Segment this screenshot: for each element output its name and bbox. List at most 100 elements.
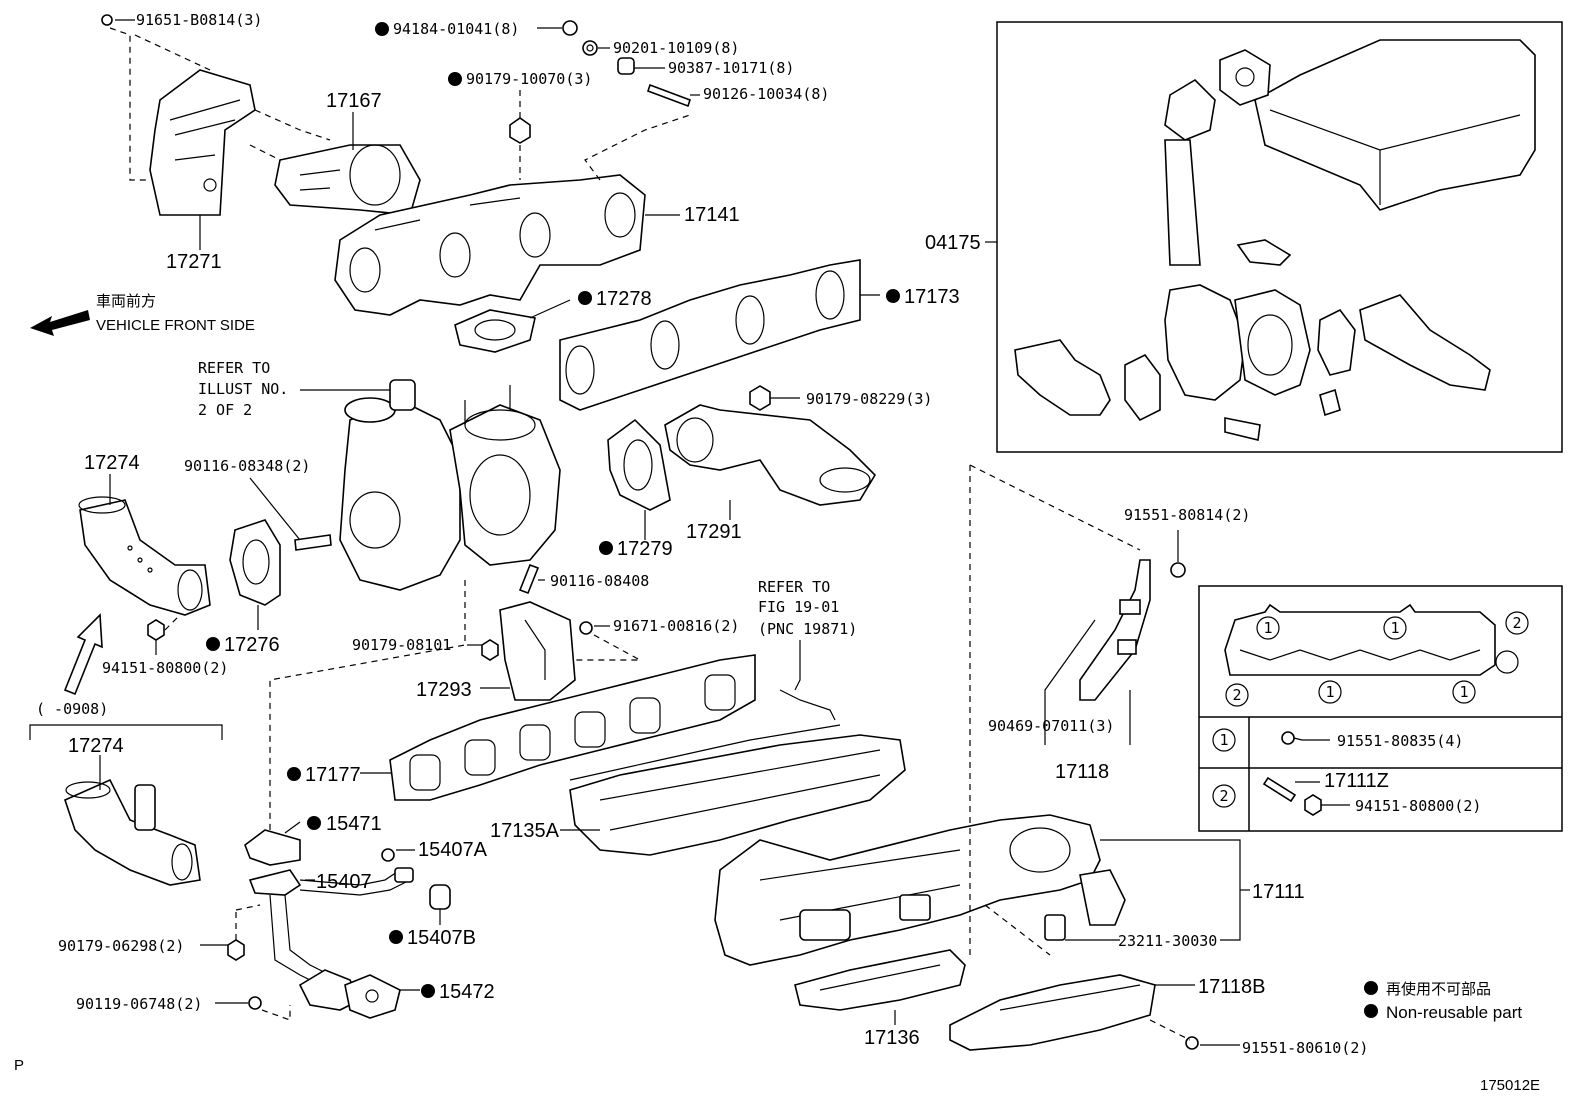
nut-90179-10070: [509, 117, 531, 144]
label-91551-80814: 91551-80814(2): [1124, 506, 1250, 524]
label-refer1-b: ILLUST NO.: [198, 380, 288, 398]
stud-90116-08408: [518, 563, 540, 595]
gasket-15472: [298, 969, 401, 1019]
plate-17118B: [949, 974, 1156, 1051]
label-90179-08229: 90179-08229(3): [806, 390, 932, 408]
legend-dot: [1364, 1004, 1378, 1018]
label-15407A: 15407A: [418, 839, 488, 861]
svg-text:1: 1: [1263, 619, 1272, 637]
label-front-jp: 車両前方: [96, 293, 156, 310]
washer-90201: [582, 40, 598, 56]
label-17291: 17291: [686, 521, 742, 543]
label-91671: 91671-00816(2): [613, 617, 739, 635]
label-17167: 17167: [326, 90, 382, 112]
inset-row2-nut: [1304, 794, 1322, 816]
inset-marker-1c: 1: [1318, 680, 1342, 704]
label-17271: 17271: [166, 251, 222, 273]
inset-row1-bolt: [1281, 731, 1303, 745]
stud-90126: [646, 83, 692, 108]
label-refer2-c: (PNC 19871): [758, 620, 857, 638]
label-17118: 17118: [1055, 761, 1109, 783]
nut-90179-08101: [481, 639, 499, 661]
label-inset-row2-part-b: 94151-80800(2): [1355, 797, 1481, 815]
inset-box: [1198, 585, 1563, 832]
nut-90387: [617, 57, 635, 75]
label-inset-row1-part: 91551-80835(4): [1337, 732, 1463, 750]
inset-marker-2b: 2: [1225, 683, 1249, 707]
gasket-17173: [559, 259, 861, 411]
label-front-en: VEHICLE FRONT SIDE: [96, 317, 255, 334]
label-17293: 17293: [416, 679, 472, 701]
label-90469: 90469-07011(3): [988, 717, 1114, 735]
egr-pipe-15407: [248, 867, 414, 986]
stud-90116-08348: [294, 534, 332, 551]
footer-left: P: [14, 1057, 24, 1074]
non-reusable-dot: [206, 637, 220, 651]
heat-insulator-17167: [274, 144, 421, 216]
nut-90179-06298: [227, 939, 245, 961]
bracket-17293: [499, 601, 576, 701]
label-90201: 90201-10109(8): [613, 39, 739, 57]
label-90116-08348: 90116-08348(2): [184, 457, 310, 475]
label-90126: 90126-10034(8): [703, 85, 829, 103]
gasket-17278: [454, 309, 536, 353]
label-inset-row2-part-a: 17111Z: [1324, 770, 1389, 792]
label-17136: 17136: [864, 1027, 920, 1049]
label-90179-10070: 90179-10070(3): [466, 70, 592, 88]
label-17141: 17141: [684, 204, 740, 226]
non-reusable-dot: [421, 984, 435, 998]
label-17276: 17276: [224, 634, 280, 656]
non-reusable-dot: [448, 72, 462, 86]
svg-text:1: 1: [1390, 619, 1399, 637]
legend-dot: [1364, 981, 1378, 995]
svg-text:1: 1: [1219, 731, 1228, 749]
vehicle-front-arrow: [30, 310, 90, 336]
footer-code: 175012E: [1480, 1077, 1540, 1094]
label-refer2-a: REFER TO: [758, 578, 830, 596]
non-reusable-dot: [389, 930, 403, 944]
label-17274-a: 17274: [84, 452, 140, 474]
bolt-91671: [579, 621, 593, 635]
gasket-17276: [229, 519, 281, 606]
non-reusable-dot: [599, 541, 613, 555]
svg-text:1: 1: [1459, 683, 1468, 701]
label-90116-08408: 90116-08408: [550, 572, 649, 590]
exhaust-manifold-17141: [334, 174, 646, 316]
label-15471: 15471: [326, 813, 382, 835]
bracket-17118: [1079, 559, 1151, 701]
assembly-04175-illustration: [1014, 39, 1536, 441]
inset-marker-1d: 1: [1452, 680, 1476, 704]
inset-row2-key: 2: [1212, 784, 1236, 808]
inset-gasket-illustration: [1224, 603, 1519, 676]
inset-marker-1a: 1: [1256, 616, 1280, 640]
turbocharger: [339, 379, 561, 591]
inset-row2-stud: [1262, 776, 1297, 803]
legend-jp: 再使用不可部品: [1386, 981, 1491, 998]
gasket-17136: [794, 949, 966, 1011]
inset-marker-1b: 1: [1383, 616, 1407, 640]
non-reusable-dot: [287, 767, 301, 781]
heat-insulator-17271: [149, 69, 256, 216]
svg-text:1: 1: [1325, 683, 1334, 701]
label-range: ( -0908): [36, 700, 108, 718]
elbow-hose-17274: [78, 496, 211, 616]
label-17135A: 17135A: [490, 820, 560, 842]
egr-cooler-17111: [714, 814, 1126, 966]
label-04175: 04175: [925, 232, 981, 254]
arrow-up-outline: [63, 613, 103, 696]
label-refer1-c: 2 OF 2: [198, 401, 252, 419]
label-17274-b: 17274: [68, 735, 124, 757]
label-15407: 15407: [316, 871, 372, 893]
label-refer1-a: REFER TO: [198, 359, 270, 377]
nut-90179-08229: [749, 385, 771, 411]
assembly-box-04175: [996, 21, 1563, 453]
intake-manifold-17135A: [569, 724, 906, 856]
svg-text:2: 2: [1219, 787, 1228, 805]
inset-marker-2a: 2: [1505, 611, 1529, 635]
svg-text:2: 2: [1232, 686, 1241, 704]
non-reusable-dot: [578, 291, 592, 305]
label-90387: 90387-10171(8): [668, 59, 794, 77]
nut-94151-a: [147, 619, 165, 641]
elbow-hose-17274-alt: [64, 778, 201, 886]
